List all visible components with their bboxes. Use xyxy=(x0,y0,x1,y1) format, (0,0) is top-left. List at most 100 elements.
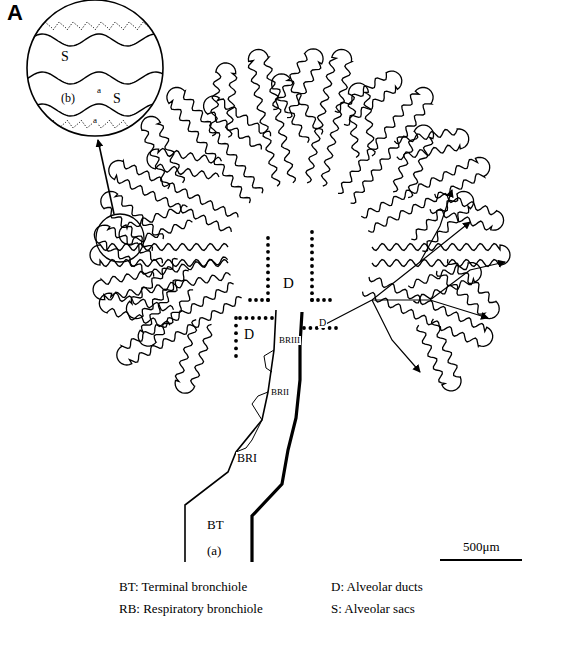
duct-dot xyxy=(322,298,326,302)
alveolar-sac xyxy=(93,257,230,300)
capillary-network xyxy=(81,22,94,30)
duct-dot xyxy=(234,316,238,320)
part-label: BRIII xyxy=(278,336,301,345)
capillary-network xyxy=(165,120,178,128)
alveolar-sac xyxy=(119,205,192,244)
capillary-network xyxy=(137,120,150,128)
alveolar-sac xyxy=(99,293,173,326)
duct-dot xyxy=(234,339,238,343)
part-label: BRI xyxy=(236,452,258,464)
alveolar-sac xyxy=(147,148,221,178)
legend-text: BT: Terminal bronchiole xyxy=(118,580,248,593)
part-label: S xyxy=(112,92,122,106)
airflow-arrows xyxy=(322,190,505,372)
duct-dot xyxy=(234,331,238,335)
duct-dot xyxy=(302,326,306,330)
alveolar-duct-dots xyxy=(234,230,338,358)
alveolar-sac xyxy=(393,125,433,198)
duct-dot xyxy=(264,316,268,320)
duct-dot xyxy=(270,316,274,320)
sac-wall xyxy=(20,34,172,46)
capillary-network xyxy=(67,22,80,30)
alveolar-sac xyxy=(273,49,323,118)
part-label: a xyxy=(92,116,98,125)
duct-dot xyxy=(310,285,314,289)
duct-dot xyxy=(310,278,314,282)
duct-dot xyxy=(310,298,314,302)
respiratory-bronchiole-alveolus xyxy=(264,350,274,372)
duct-dot xyxy=(334,326,338,330)
duct-dot xyxy=(310,230,314,234)
capillary-network xyxy=(165,22,178,30)
part-label: (a) xyxy=(206,544,222,557)
capillary-network xyxy=(67,120,80,128)
capillary-network xyxy=(39,120,52,128)
respiratory-bronchiole-alveolus xyxy=(252,392,268,420)
respiratory-bronchiole-alveolus xyxy=(236,420,262,452)
duct-dot xyxy=(238,316,242,320)
duct-dot xyxy=(266,243,270,247)
sac-wall xyxy=(20,72,172,84)
duct-dot xyxy=(266,264,270,268)
part-label: S xyxy=(60,50,70,64)
duct-dot xyxy=(245,316,249,320)
alveolar-sac xyxy=(109,161,238,232)
duct-dot xyxy=(266,284,270,288)
capillary-network xyxy=(25,22,38,30)
capillary-network xyxy=(109,22,122,30)
legend-text: D: Alveolar ducts xyxy=(330,580,424,593)
scale-bar xyxy=(440,559,522,561)
duct-dot xyxy=(266,298,270,302)
duct-dot xyxy=(266,298,270,302)
part-label: D xyxy=(243,328,255,342)
alveolar-sac xyxy=(348,83,375,157)
part-label: A xyxy=(6,2,24,24)
duct-dot xyxy=(310,257,314,261)
duct-dot xyxy=(328,298,332,302)
alveolar-sac xyxy=(411,191,473,251)
alveolar-sac xyxy=(306,49,352,186)
bronchiole-wall xyxy=(185,310,276,562)
capillary-network xyxy=(95,22,108,30)
duct-dot xyxy=(248,298,252,302)
duct-dot xyxy=(310,291,314,295)
duct-dot xyxy=(266,277,270,281)
capillary-network xyxy=(151,22,164,30)
duct-dot xyxy=(310,237,314,241)
duct-dot xyxy=(266,291,270,295)
legend-text: S: Alveolar sacs xyxy=(330,602,416,615)
part-label: (b) xyxy=(60,92,76,104)
part-label: a xyxy=(96,86,102,95)
alveolar-sacs xyxy=(90,49,510,393)
inset-circle xyxy=(27,0,163,136)
duct-dot xyxy=(234,354,238,358)
part-label: BRII xyxy=(270,388,290,397)
part-label: D xyxy=(282,276,295,291)
alveolar-sac xyxy=(372,244,510,267)
duct-dot xyxy=(328,326,332,330)
duct-dot xyxy=(310,298,314,302)
alveolar-sac xyxy=(408,263,481,303)
alveolar-sac xyxy=(335,71,402,125)
capillary-network xyxy=(109,120,122,128)
duct-dot xyxy=(234,347,238,351)
alveolar-sac xyxy=(417,319,461,391)
alveolar-sac xyxy=(138,280,193,346)
duct-dot xyxy=(310,244,314,248)
duct-dot xyxy=(234,324,238,328)
capillary-network xyxy=(25,120,38,128)
duct-dot xyxy=(310,271,314,275)
duct-dot xyxy=(260,298,264,302)
duct-dot xyxy=(254,298,258,302)
capillary-network xyxy=(53,22,66,30)
duct-dot xyxy=(316,298,320,302)
inset-arrow xyxy=(98,140,114,214)
alveolar-sac xyxy=(363,277,493,346)
duct-dot xyxy=(266,257,270,261)
capillary-network xyxy=(151,120,164,128)
alveolar-sac xyxy=(175,320,212,394)
duct-dot xyxy=(251,316,255,320)
alveolar-sac xyxy=(204,96,271,149)
duct-dot xyxy=(309,326,313,330)
duct-dot xyxy=(310,251,314,255)
